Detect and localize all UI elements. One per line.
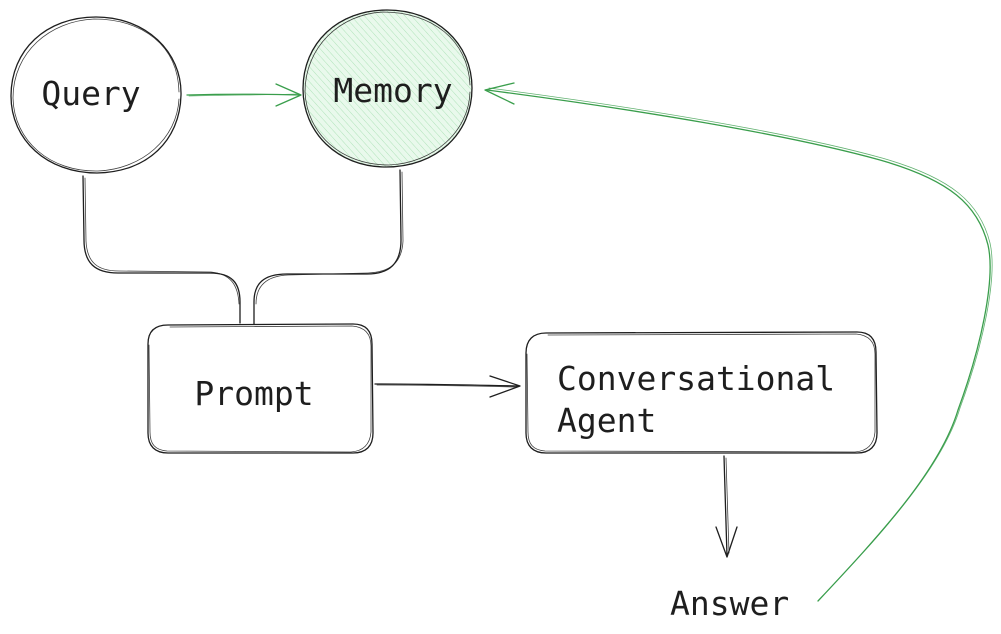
prompt-node: Prompt bbox=[147, 323, 374, 454]
edge-query-prompt bbox=[82, 175, 241, 324]
arrowhead bbox=[715, 526, 738, 558]
prompt-label: Prompt bbox=[194, 374, 313, 413]
agent-label-line1: Conversational bbox=[557, 359, 835, 398]
arrowhead bbox=[489, 375, 521, 398]
edge-prompt-agent bbox=[374, 375, 521, 398]
answer-label: Answer bbox=[670, 584, 789, 623]
query-circle bbox=[10, 16, 182, 174]
agent-label-line2: Agent bbox=[557, 401, 656, 440]
edge-answer-memory bbox=[484, 82, 993, 602]
memory-node: Memory bbox=[302, 9, 473, 168]
edge-agent-answer bbox=[715, 455, 738, 558]
edge-memory-prompt bbox=[253, 169, 404, 325]
query-node: Query bbox=[10, 16, 182, 174]
agent-box bbox=[525, 331, 878, 454]
query-label: Query bbox=[41, 74, 140, 113]
arrowhead bbox=[275, 83, 302, 107]
edge-query-memory bbox=[186, 83, 302, 107]
agent-node: Conversational Agent bbox=[525, 331, 878, 454]
arrowhead bbox=[484, 82, 515, 105]
prompt-box bbox=[147, 323, 374, 454]
memory-circle-fill bbox=[303, 10, 472, 167]
memory-label: Memory bbox=[333, 71, 452, 110]
memory-circle bbox=[302, 9, 473, 168]
